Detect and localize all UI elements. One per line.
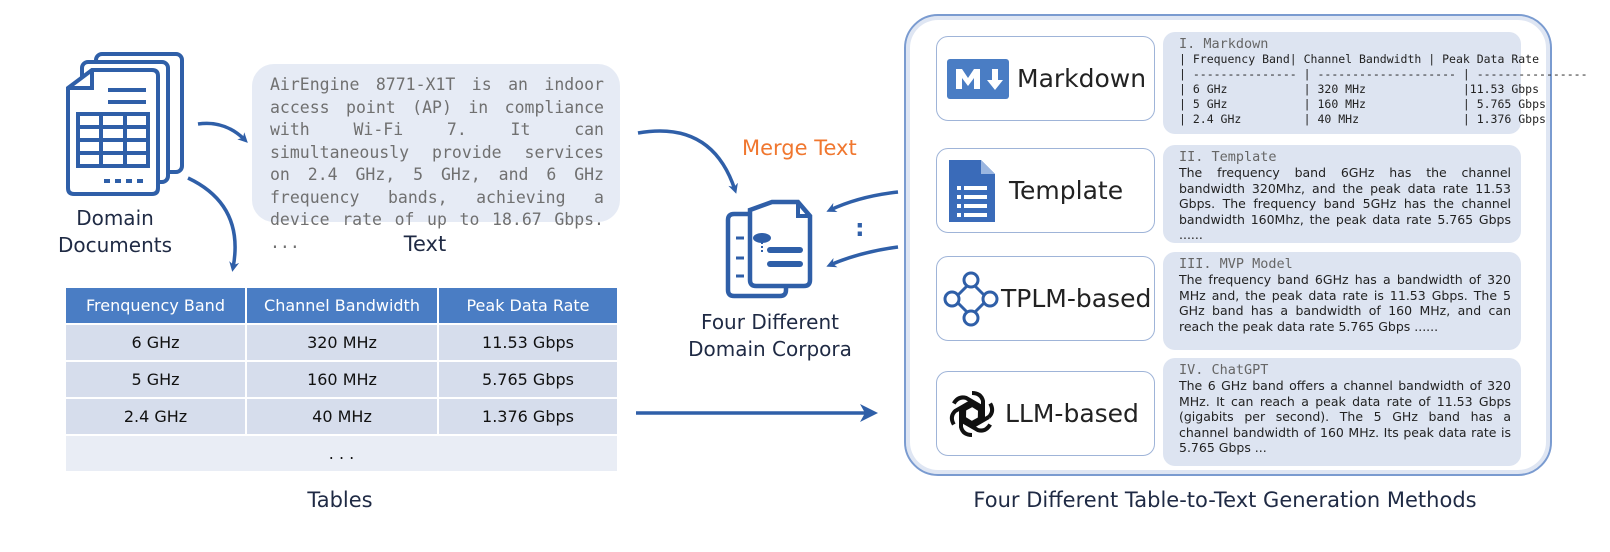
table-header: Channel Bandwidth — [247, 288, 437, 323]
domain-documents-icon — [66, 52, 184, 196]
spec-table: Frenquency Band Channel Bandwidth Peak D… — [64, 286, 619, 473]
example-title: III. MVP Model — [1179, 256, 1293, 272]
table-header: Peak Data Rate — [439, 288, 617, 323]
markdown-line: | 2.4 GHz | 40 MHz | 1.376 Gbps — [1179, 112, 1546, 126]
markdown-line: | 5 GHz | 160 MHz | 5.765 Gbps — [1179, 97, 1546, 111]
tables-caption: Tables — [307, 488, 373, 512]
domain-documents-label: Domain Documents — [57, 206, 173, 257]
network-icon — [943, 271, 999, 326]
table-header: Frenquency Band — [66, 288, 245, 323]
arrow-doc-to-text — [197, 121, 248, 143]
table-ellipsis-row: . . . — [66, 436, 617, 471]
table-row: 2.4 GHz 40 MHz 1.376 Gbps — [66, 399, 617, 434]
table-cell: 160 MHz — [247, 362, 437, 397]
table-cell: 2.4 GHz — [66, 399, 245, 434]
method-label: TPLM-based — [1001, 284, 1152, 313]
table-row: 5 GHz 160 MHz 5.765 Gbps — [66, 362, 617, 397]
merge-text-label: Merge Text — [742, 136, 857, 160]
arrow-methods-to-corpora-bottom — [826, 245, 899, 268]
markdown-line: | --------------- | --------------------… — [1179, 67, 1588, 81]
table-cell: 320 MHz — [247, 325, 437, 360]
arrow-doc-to-table — [187, 176, 240, 272]
example-template: II. Template The frequency band 6GHz has… — [1163, 145, 1521, 243]
methods-panel — [904, 14, 1552, 476]
example-markdown: I. Markdown | Frequency Band| Channel Ba… — [1163, 32, 1588, 134]
text-sample-bubble: AirEngine 8771-X1T is an indoor access p… — [252, 64, 620, 252]
markdown-line: | Frequency Band| Channel Bandwidth | Pe… — [1179, 52, 1540, 66]
method-llm-based[interactable]: LLM-based — [936, 371, 1155, 456]
example-text: The frequency band 6GHz has the channel … — [1179, 165, 1511, 243]
openai-icon — [949, 390, 995, 437]
method-template[interactable]: Template — [936, 148, 1155, 233]
table-header-row: Frenquency Band Channel Bandwidth Peak D… — [66, 288, 617, 323]
table-cell: 5.765 Gbps — [439, 362, 617, 397]
method-label: Template — [1009, 176, 1124, 205]
table-cell: 1.376 Gbps — [439, 399, 617, 434]
arrow-text-to-corpora — [637, 129, 738, 194]
method-label: Markdown — [1017, 64, 1147, 93]
arrow-methods-to-corpora-top — [826, 190, 899, 212]
method-markdown[interactable]: Markdown — [936, 36, 1155, 121]
example-text: The 6 GHz band offers a channel bandwidt… — [1179, 378, 1511, 456]
table-cell: 5 GHz — [66, 362, 245, 397]
example-title: IV. ChatGPT — [1179, 362, 1269, 378]
domain-corpora-icon — [725, 199, 813, 299]
ellipsis-dots: : — [855, 214, 865, 242]
example-title: I. Markdown — [1179, 36, 1269, 52]
example-title: II. Template — [1179, 149, 1277, 165]
domain-table: Frenquency Band Channel Bandwidth Peak D… — [64, 286, 619, 473]
domain-corpora-label: Four Different Domain Corpora — [688, 310, 852, 361]
methods-caption: Four Different Table-to-Text Generation … — [973, 488, 1477, 512]
table-cell: 11.53 Gbps — [439, 325, 617, 360]
example-mvp-model: III. MVP Model The frequency band 6GHz h… — [1163, 252, 1521, 350]
table-ellipsis: . . . — [66, 436, 617, 471]
example-chatgpt: IV. ChatGPT The 6 GHz band offers a chan… — [1163, 358, 1521, 466]
markdown-icon — [947, 58, 1009, 99]
example-text: The frequency band 6GHz has a bandwidth … — [1179, 272, 1511, 334]
text-caption: Text — [403, 232, 447, 256]
document-icon — [949, 159, 995, 222]
table-row: 6 GHz 320 MHz 11.53 Gbps — [66, 325, 617, 360]
method-tplm-based[interactable]: TPLM-based — [936, 256, 1155, 341]
table-cell: 6 GHz — [66, 325, 245, 360]
markdown-line: | 6 GHz | 320 MHz |11.53 Gbps — [1179, 82, 1540, 96]
text-sample-content: AirEngine 8771-X1T is an indoor access p… — [270, 75, 604, 252]
table-cell: 40 MHz — [247, 399, 437, 434]
method-label: LLM-based — [1005, 399, 1139, 428]
